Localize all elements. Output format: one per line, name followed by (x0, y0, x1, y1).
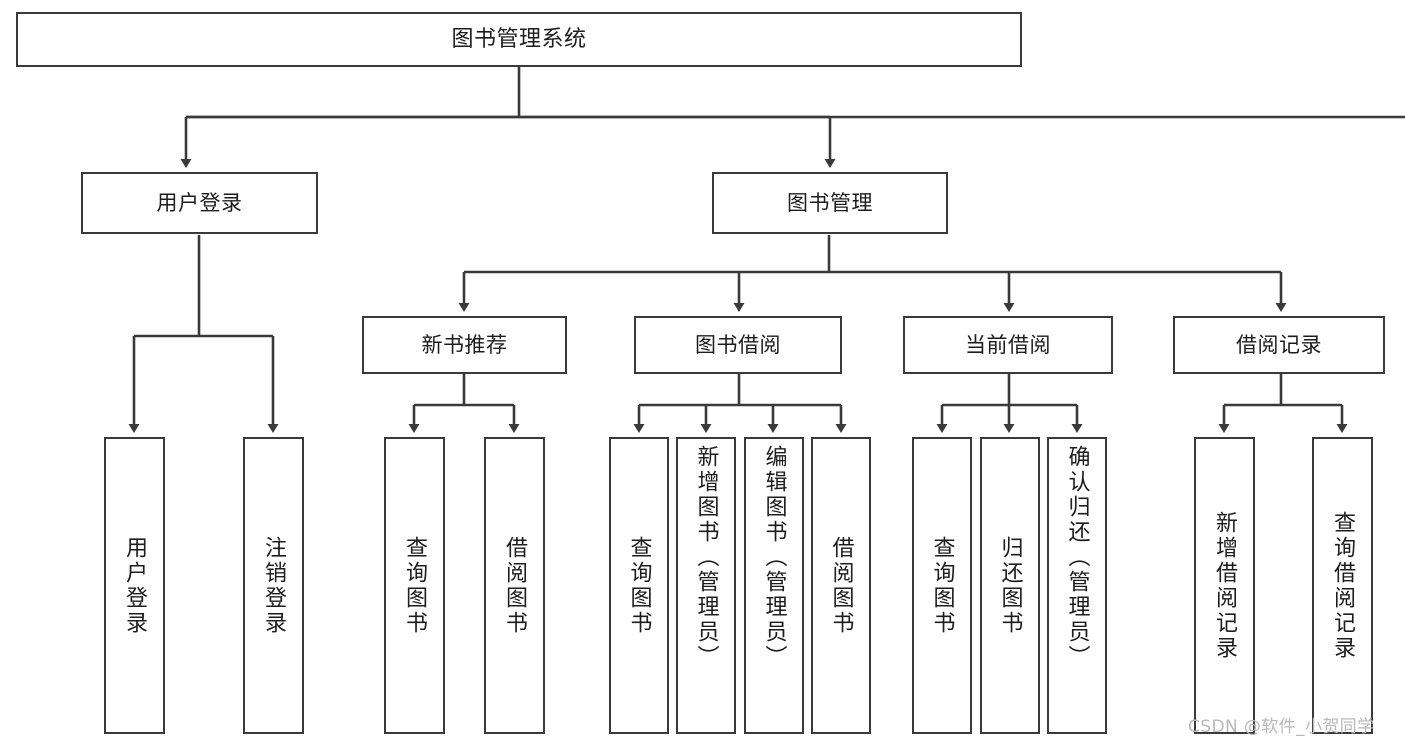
node-current-borrowing[interactable]: 当前借阅 (903, 316, 1113, 374)
node-label: 新书推荐 (421, 332, 508, 357)
leaf-logout[interactable]: 注销登录 (243, 437, 304, 734)
node-label: 借阅图书 (502, 535, 528, 636)
leaf-borrow-book[interactable]: 借阅图书 (811, 437, 871, 734)
leaf-confirm-return-admin[interactable]: 确认归还（管理员） (1047, 437, 1107, 734)
node-label: 图书管理 (787, 190, 873, 215)
leaf-edit-book-admin[interactable]: 编辑图书（管理员） (744, 437, 804, 734)
leaf-borrow-book-new[interactable]: 借阅图书 (484, 437, 545, 734)
node-label: 借阅图书 (828, 535, 854, 636)
node-label: 新增借阅记录 (1212, 510, 1238, 661)
node-label: 查询借阅记录 (1330, 510, 1356, 661)
node-label: 查询图书 (626, 535, 652, 636)
node-label: 确认归还（管理员） (1064, 445, 1090, 670)
node-book-borrowing[interactable]: 图书借阅 (634, 316, 842, 374)
leaf-query-book-new[interactable]: 查询图书 (384, 437, 445, 734)
node-label: 图书管理系统 (451, 26, 587, 52)
leaf-return-book[interactable]: 归还图书 (980, 437, 1040, 734)
leaf-add-borrow-record[interactable]: 新增借阅记录 (1194, 437, 1255, 734)
node-label: 编辑图书（管理员） (761, 445, 787, 670)
node-new-book-recommendation[interactable]: 新书推荐 (362, 316, 567, 374)
node-root-library-management-system[interactable]: 图书管理系统 (16, 12, 1022, 67)
node-label: 借阅记录 (1236, 332, 1322, 357)
leaf-query-book-current[interactable]: 查询图书 (912, 437, 972, 734)
node-label: 归还图书 (997, 535, 1023, 636)
node-label: 图书借阅 (695, 332, 781, 357)
node-borrowing-record[interactable]: 借阅记录 (1173, 316, 1385, 374)
node-label: 当前借阅 (965, 332, 1051, 357)
node-book-management[interactable]: 图书管理 (712, 172, 948, 234)
node-label: 新增图书（管理员） (693, 445, 719, 670)
leaf-add-book-admin[interactable]: 新增图书（管理员） (676, 437, 736, 734)
node-label: 查询图书 (402, 535, 428, 636)
node-label: 用户登录 (156, 190, 243, 215)
leaf-user-login[interactable]: 用户登录 (104, 437, 165, 734)
node-label: 查询图书 (929, 535, 955, 636)
leaf-query-borrow-record[interactable]: 查询借阅记录 (1312, 437, 1373, 734)
node-label: 注销登录 (261, 535, 287, 636)
node-user-login[interactable]: 用户登录 (81, 172, 318, 234)
csdn-watermark: CSDN @软件_小贺同学 (1188, 717, 1375, 737)
node-label: 用户登录 (122, 535, 148, 636)
leaf-query-book-borrow[interactable]: 查询图书 (609, 437, 669, 734)
